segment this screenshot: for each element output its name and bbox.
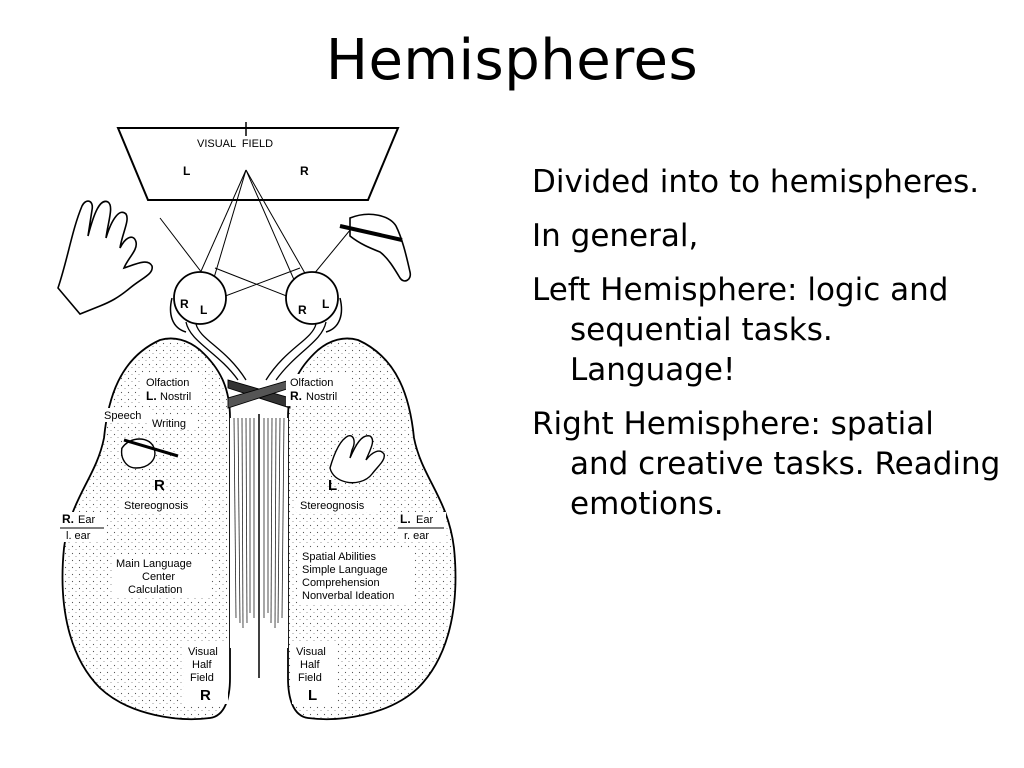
left-function-1: Main Language <box>116 558 192 570</box>
left-visual-2: Half <box>192 659 213 671</box>
left-stereognosis: Stereognosis <box>124 500 189 512</box>
right-hand-pencil-icon <box>339 213 412 282</box>
visual-field: VISUAL FIELD L R <box>116 122 400 201</box>
bullet-item: Left Hemisphere: logic and sequential ta… <box>532 272 949 388</box>
left-function-2: Center <box>142 571 175 583</box>
right-hand-side: L <box>328 477 337 494</box>
left-nostril: Nostril <box>160 391 191 403</box>
brain-hemispheres-diagram: VISUAL FIELD L R R L R L <box>57 122 457 721</box>
right-ear: Ear <box>416 514 433 526</box>
left-visual-1: Visual <box>188 646 218 658</box>
right-function-1: Spatial Abilities <box>302 551 376 563</box>
left-ear: Ear <box>78 514 95 526</box>
left-hand-icon <box>57 200 153 315</box>
left-ear-minor: l. ear <box>66 530 91 542</box>
corpus-callosum <box>227 379 291 678</box>
right-ear-side: L. <box>400 512 411 526</box>
right-nostril-side: R. <box>290 389 302 403</box>
optic-nerves <box>185 321 327 381</box>
bullet-list: Divided into to hemispheres. In general,… <box>532 162 1002 538</box>
bullet-item: Divided into to hemispheres. <box>532 164 980 200</box>
right-visual-side: L <box>308 687 317 704</box>
left-speech: Speech <box>104 410 141 422</box>
right-hemisphere-labels: Olfaction R. Nostril L Stereognosis L. E… <box>286 374 446 704</box>
visual-field-label: VISUAL FIELD <box>197 138 273 150</box>
bullet-item: Right Hemisphere: spatial and creative t… <box>532 406 1001 522</box>
right-function-2: Simple Language <box>302 564 388 576</box>
right-nostril: Nostril <box>306 391 337 403</box>
left-visual-side: R <box>200 687 211 704</box>
left-hemisphere <box>61 337 231 721</box>
left-function-3: Calculation <box>128 584 182 596</box>
left-writing: Writing <box>152 418 186 430</box>
left-olfaction: Olfaction <box>146 377 189 389</box>
bullet-item: In general, <box>532 218 699 254</box>
left-hand-side: R <box>154 477 165 494</box>
right-olfaction: Olfaction <box>290 377 333 389</box>
left-nostril-side: L. <box>146 389 157 403</box>
right-visual-1: Visual <box>296 646 326 658</box>
left-eye-r: R <box>180 297 189 311</box>
right-stereognosis: Stereognosis <box>300 500 365 512</box>
right-eye-l: L <box>322 297 329 311</box>
eyes: R L R L <box>169 271 343 333</box>
left-hemisphere-labels: Olfaction L. Nostril Speech Writing R St… <box>60 374 228 704</box>
slide-title: Hemispheres <box>325 28 699 93</box>
right-visual-3: Field <box>298 672 322 684</box>
right-function-4: Nonverbal Ideation <box>302 590 394 602</box>
left-ear-side: R. <box>62 512 74 526</box>
right-function-3: Comprehension <box>302 577 380 589</box>
right-eye-r: R <box>298 303 307 317</box>
left-eye-l: L <box>200 303 207 317</box>
visual-field-left: L <box>183 164 190 178</box>
left-visual-3: Field <box>190 672 214 684</box>
visual-field-right: R <box>300 164 309 178</box>
right-open-hand-icon <box>329 435 385 484</box>
right-visual-2: Half <box>300 659 321 671</box>
right-ear-minor: r. ear <box>404 530 429 542</box>
